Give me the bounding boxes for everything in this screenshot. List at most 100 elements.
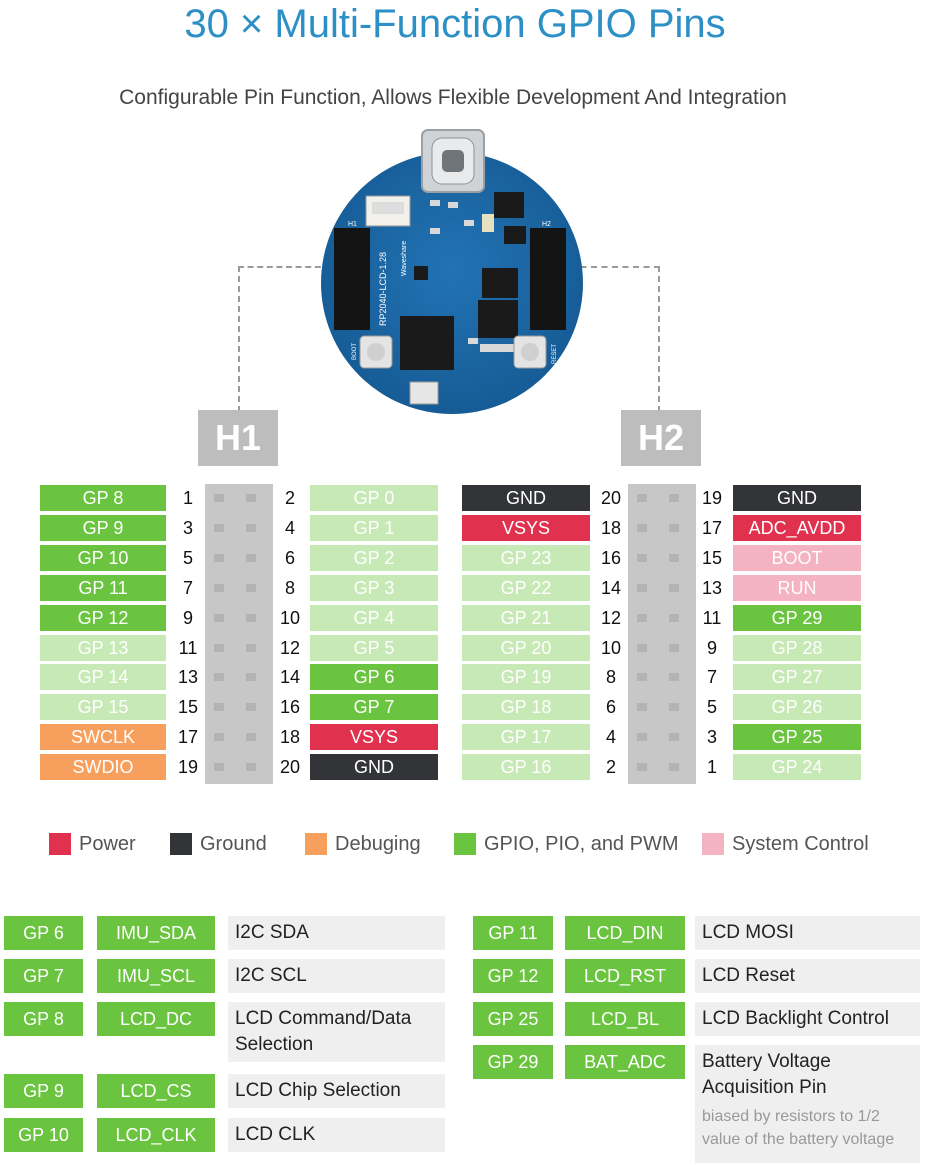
h1-pin-4: GP 1 <box>310 515 438 541</box>
h1-pin-6: GP 2 <box>310 545 438 571</box>
h2-pin-6: GP 18 <box>462 694 590 720</box>
h2-pin-15: BOOT <box>733 545 861 571</box>
legend-swatch-ground <box>170 833 192 855</box>
func-right-gp: GP 12 <box>473 959 553 993</box>
h1-pin-number: 1 <box>173 485 203 511</box>
h1-pin-number: 19 <box>173 754 203 780</box>
func-left-description: LCD CLK <box>228 1118 445 1152</box>
h2-pin-hole <box>637 703 647 711</box>
h1-pin-number: 7 <box>173 575 203 601</box>
h1-pin-number: 11 <box>173 635 203 661</box>
func-right-description: Battery Voltage Acquisition Pin biased by… <box>695 1045 920 1163</box>
h2-pin-2: GP 16 <box>462 754 590 780</box>
h2-pin-17: ADC_AVDD <box>733 515 861 541</box>
h2-pin-hole <box>637 644 647 652</box>
h2-pin-number: 13 <box>697 575 727 601</box>
h2-pin-hole <box>637 763 647 771</box>
h1-pin-hole <box>246 644 256 652</box>
h1-pin-hole <box>246 763 256 771</box>
func-left-signal: LCD_CS <box>97 1074 215 1108</box>
func-description-text: LCD Reset <box>702 965 795 986</box>
h1-pin-18: VSYS <box>310 724 438 750</box>
h1-pin-number: 14 <box>275 664 305 690</box>
func-description-note: biased by resistors to 1/2 value of the … <box>702 1108 895 1148</box>
h1-pin-number: 10 <box>275 605 305 631</box>
h1-pin-number: 12 <box>275 635 305 661</box>
h2-pin-hole <box>669 733 679 741</box>
func-left-signal: LCD_DC <box>97 1002 215 1036</box>
h1-pin-12: GP 5 <box>310 635 438 661</box>
h2-pin-9: GP 28 <box>733 635 861 661</box>
page-title: 30 × Multi-Function GPIO Pins <box>184 2 726 46</box>
h2-pin-number: 7 <box>697 664 727 690</box>
func-description-text: Battery Voltage Acquisition Pin <box>702 1051 831 1098</box>
h2-pin-hole <box>669 524 679 532</box>
h1-pin-15: GP 15 <box>40 694 166 720</box>
board-reset-text: RESET <box>552 344 558 364</box>
h2-label: H2 <box>621 410 701 466</box>
h1-pin-number: 9 <box>173 605 203 631</box>
h2-pin-10: GP 20 <box>462 635 590 661</box>
h1-pin-hole <box>214 644 224 652</box>
h2-pin-18: VSYS <box>462 515 590 541</box>
func-right-gp: GP 29 <box>473 1045 553 1079</box>
h1-pin-hole <box>214 554 224 562</box>
legend-swatch-power <box>49 833 71 855</box>
h1-pin-hole <box>246 494 256 502</box>
h2-pin-hole <box>637 494 647 502</box>
func-right-gp: GP 11 <box>473 916 553 950</box>
func-left-gp: GP 10 <box>4 1118 83 1152</box>
h1-pin-number: 18 <box>275 724 305 750</box>
h1-label: H1 <box>198 410 278 466</box>
func-left-description: LCD Command/Data Selection <box>228 1002 445 1062</box>
h1-pin-3: GP 9 <box>40 515 166 541</box>
h2-pin-12: GP 21 <box>462 605 590 631</box>
page-subtitle: Configurable Pin Function, Allows Flexib… <box>119 86 787 109</box>
h1-pin-16: GP 7 <box>310 694 438 720</box>
func-left-gp: GP 7 <box>4 959 83 993</box>
func-description-text: LCD Backlight Control <box>702 1008 889 1029</box>
h1-pin-5: GP 10 <box>40 545 166 571</box>
h2-pin-number: 6 <box>596 694 626 720</box>
h2-pin-7: GP 27 <box>733 664 861 690</box>
h1-pin-8: GP 3 <box>310 575 438 601</box>
func-description-text: I2C SCL <box>235 965 307 986</box>
h2-pin-number: 11 <box>697 605 727 631</box>
h1-pin-number: 20 <box>275 754 305 780</box>
func-left-gp: GP 6 <box>4 916 83 950</box>
h2-pin-16: GP 23 <box>462 545 590 571</box>
h1-pin-hole <box>246 524 256 532</box>
h1-pin-hole <box>214 524 224 532</box>
h1-pin-7: GP 11 <box>40 575 166 601</box>
legend-label-power: Power <box>79 833 136 855</box>
h2-pin-number: 3 <box>697 724 727 750</box>
h2-pin-number: 2 <box>596 754 626 780</box>
h1-pin-hole <box>246 733 256 741</box>
h1-pin-number: 16 <box>275 694 305 720</box>
legend-label-system: System Control <box>732 833 869 855</box>
h1-pin-hole <box>246 554 256 562</box>
func-left-description: LCD Chip Selection <box>228 1074 445 1108</box>
h2-pin-number: 5 <box>697 694 727 720</box>
h1-pin-hole <box>214 494 224 502</box>
func-description-text: LCD Command/Data Selection <box>235 1008 412 1055</box>
h1-pin-hole <box>246 673 256 681</box>
h2-pin-14: GP 22 <box>462 575 590 601</box>
h2-pin-5: GP 26 <box>733 694 861 720</box>
h2-connector-line <box>570 266 660 412</box>
func-left-signal: IMU_SCL <box>97 959 215 993</box>
h1-pin-2: GP 0 <box>310 485 438 511</box>
h2-pin-number: 17 <box>697 515 727 541</box>
h2-pin-hole <box>669 584 679 592</box>
func-right-signal: LCD_DIN <box>565 916 685 950</box>
func-right-description: LCD Backlight Control <box>695 1002 920 1036</box>
h1-pin-hole <box>214 703 224 711</box>
h2-pin-3: GP 25 <box>733 724 861 750</box>
board-boot-text: BOOT <box>352 343 358 360</box>
legend-swatch-system <box>702 833 724 855</box>
h2-pin-hole <box>669 494 679 502</box>
h2-pin-number: 19 <box>697 485 727 511</box>
h2-pin-20: GND <box>462 485 590 511</box>
func-left-description: I2C SDA <box>228 916 445 950</box>
h1-pin-19: SWDIO <box>40 754 166 780</box>
